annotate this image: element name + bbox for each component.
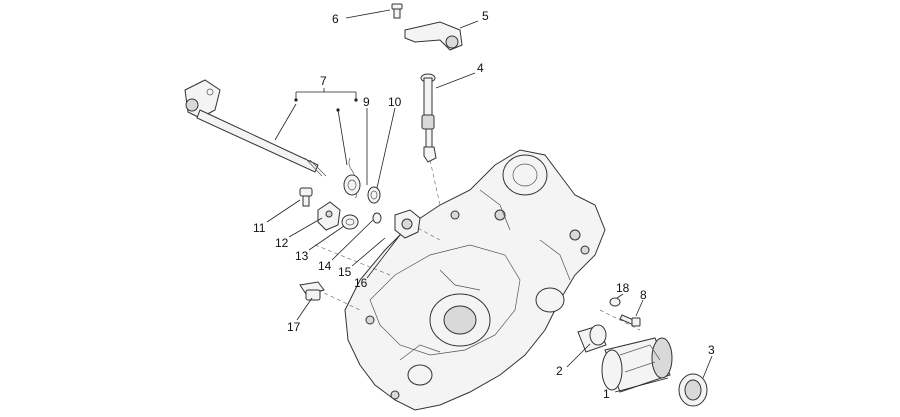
callout-12: 12 xyxy=(275,236,289,250)
callout-17: 17 xyxy=(287,320,301,334)
callout-5: 5 xyxy=(482,9,489,23)
leader-dot xyxy=(294,98,298,102)
part-8-bolt xyxy=(619,314,641,327)
callout-1: 1 xyxy=(603,387,610,401)
leader-dot xyxy=(354,98,358,102)
callout-10: 10 xyxy=(388,95,402,109)
part-9-spring xyxy=(343,157,361,199)
callout-13: 13 xyxy=(295,249,309,263)
leader-dot xyxy=(336,108,340,112)
part-2-bushing xyxy=(577,324,607,353)
part-17-stud xyxy=(299,281,325,301)
callout-3: 3 xyxy=(708,343,715,357)
callout-2: 2 xyxy=(556,364,563,378)
callout-18: 18 xyxy=(616,281,630,295)
part-5-lever xyxy=(404,21,463,51)
part-11-bolt xyxy=(299,187,313,207)
crankcase-housing xyxy=(344,149,606,411)
callout-16: 16 xyxy=(354,276,368,290)
part-13-spring xyxy=(341,214,359,230)
assembly-guide-lines xyxy=(314,159,641,331)
callout-9: 9 xyxy=(363,95,370,109)
callout-14: 14 xyxy=(318,259,332,273)
callout-7: 7 xyxy=(320,74,327,88)
callout-labels: 1 2 3 4 5 6 7 8 9 10 11 12 13 14 15 16 1… xyxy=(253,9,715,401)
part-3-bearing xyxy=(678,373,708,407)
callout-11: 11 xyxy=(253,221,266,235)
callout-6: 6 xyxy=(332,12,339,26)
part-1-shift-drum xyxy=(601,337,673,393)
callout-15: 15 xyxy=(338,265,352,279)
part-14-washer xyxy=(372,212,382,224)
part-10-circlip xyxy=(367,186,381,204)
part-4-rod xyxy=(420,73,437,163)
leader-lines xyxy=(266,9,713,393)
part-7-shift-shaft xyxy=(184,79,327,177)
part-16-cam-plate xyxy=(394,209,421,239)
callout-4: 4 xyxy=(477,61,484,75)
part-12-arm xyxy=(317,201,341,231)
part-6-screw xyxy=(391,3,403,19)
callout-8: 8 xyxy=(640,288,647,302)
part-18-washer xyxy=(609,297,621,307)
